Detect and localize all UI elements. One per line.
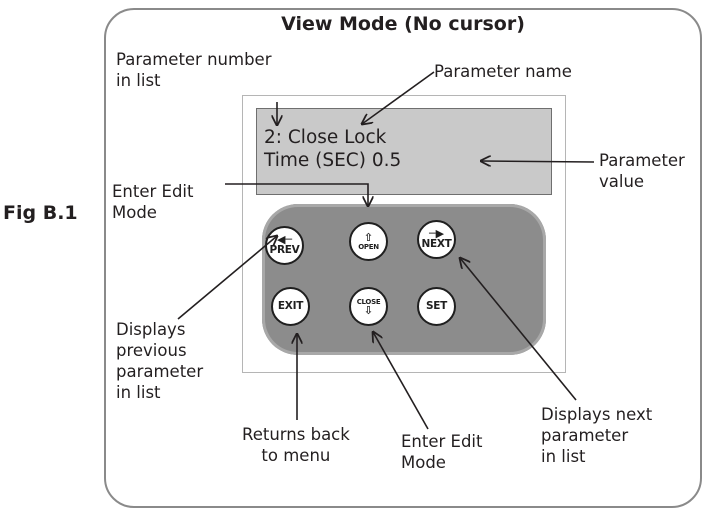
arrow-parameter-name [362, 71, 435, 124]
set-button[interactable]: SET [417, 287, 456, 326]
down-arrow-icon: ⇩ [363, 303, 374, 317]
lcd-display [256, 108, 552, 195]
keypad [262, 204, 546, 355]
lcd-line-parameter-value: Time (SEC) 0.5 [264, 150, 402, 171]
arrow-displays-next [460, 258, 577, 401]
lcd-line-parameter-name: 2: Close Lock [264, 127, 387, 148]
annotation-arrows [177, 71, 595, 430]
figure-title: View Mode (No cursor) [281, 13, 525, 35]
annotation-enter-edit-mode-top: Enter Edit Mode [112, 182, 194, 222]
open-button[interactable]: ⇧ OPEN [349, 222, 388, 261]
close-button[interactable]: CLOSE ⇩ [349, 287, 388, 326]
right-arrow-icon: ─▶ [428, 227, 445, 240]
annotation-parameter-name: Parameter name [434, 62, 572, 81]
figure-label: Fig B.1 [3, 202, 78, 224]
arrow-enter-edit-mode-top [225, 183, 368, 206]
annotation-returns-to-menu: Returns back to menu [242, 425, 350, 465]
annotation-parameter-value: Parameter value [599, 151, 685, 191]
exit-button[interactable]: EXIT [271, 287, 310, 326]
next-button[interactable]: ─▶ NEXT [417, 220, 456, 259]
annotation-parameter-number: Parameter number in list [116, 50, 272, 90]
annotation-enter-edit-mode-bottom: Enter Edit Mode [401, 432, 483, 472]
left-arrow-icon: ◀─ [276, 233, 293, 246]
annotation-displays-previous: Displays previous parameter in list [116, 320, 204, 402]
annotation-displays-next: Displays next parameter in list [541, 405, 653, 466]
arrow-displays-previous [177, 236, 277, 320]
arrow-enter-edit-mode-bottom [373, 332, 429, 430]
arrow-parameter-value [481, 161, 595, 162]
up-arrow-icon: ⇧ [363, 230, 374, 244]
